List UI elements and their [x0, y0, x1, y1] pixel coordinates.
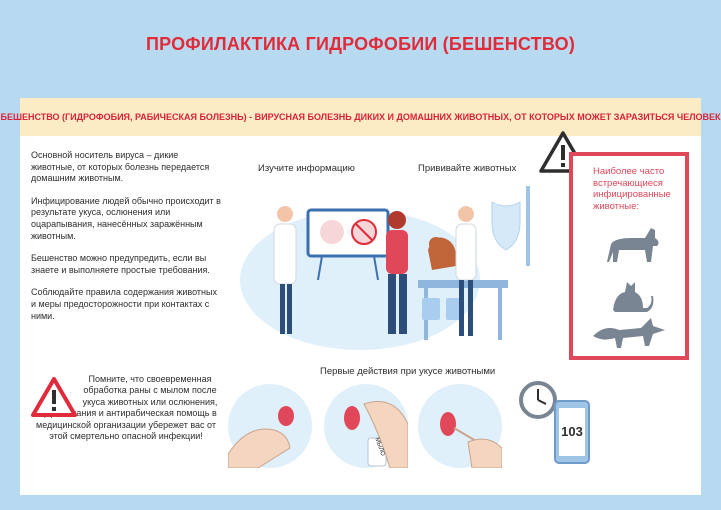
fox-icon — [593, 318, 665, 348]
dog-icon — [607, 228, 659, 262]
hand-washing-icon — [227, 406, 294, 469]
clock-icon — [519, 381, 557, 419]
reminder-text-top: Помните, что своевременная обработка ран… — [82, 374, 218, 407]
treat-wound-step — [418, 384, 503, 469]
warning-icon — [31, 377, 77, 417]
wash-wound-step — [227, 384, 312, 469]
antiseptic-icon — [440, 412, 503, 469]
soap-step — [324, 384, 409, 469]
cat-icon — [613, 282, 654, 312]
info-paragraph: Соблюдайте правила содержания животных и… — [31, 287, 217, 321]
info-text-block: Основной носитель вируса – дикие животны… — [31, 150, 221, 333]
reminder-block: Помните, что своевременная обработка ран… — [31, 374, 221, 442]
infected-animals-text: Наиболее часто встречающиеся инфицирован… — [593, 166, 671, 212]
info-paragraph: Инфицирование людей обычно происходит в … — [31, 195, 221, 241]
page-title: ПРОФИЛАКТИКА ГИДРОФОБИИ (БЕШЕНСТВО) — [145, 34, 576, 54]
clinic-illustration — [240, 186, 530, 350]
info-paragraph: Бешенство можно предупредить, если вы зн… — [31, 253, 210, 275]
first-aid-illustration: МЫЛО 103 — [220, 376, 600, 491]
info-paragraph: Основной носитель вируса – дикие животны… — [31, 150, 210, 184]
first-aid-label: Первые действия при укусе животными — [320, 366, 496, 377]
definition-banner: БЕШЕНСТВО (ГИДРОФОБИЯ, РАБИЧЕСКАЯ БОЛЕЗН… — [0, 98, 721, 136]
soap-bottle-icon — [344, 401, 409, 469]
reminder-text-bottom: оцарапывания и антирабическая помощь в м… — [35, 408, 217, 442]
vaccinate-label: Прививайте животных — [418, 163, 517, 174]
emergency-number: 103 — [561, 424, 583, 439]
study-info-label: Изучите информацию — [258, 163, 355, 174]
infected-animals-box: Наиболее часто встречающиеся инфицирован… — [569, 152, 689, 360]
phone-icon: 103 — [554, 400, 590, 464]
